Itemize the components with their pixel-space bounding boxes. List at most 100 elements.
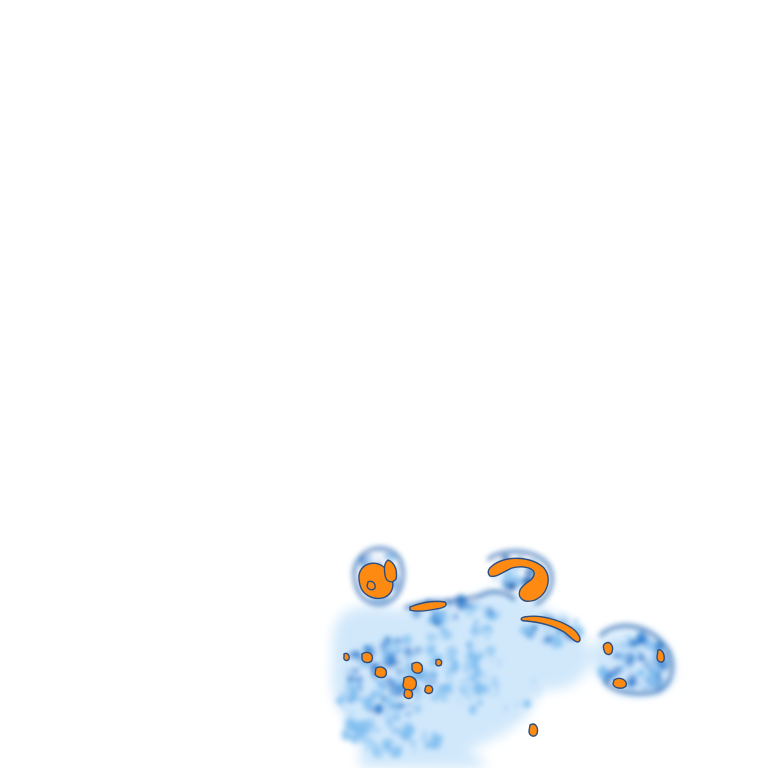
speckle-1-132 (374, 703, 384, 715)
speckle-2-23 (463, 666, 471, 674)
speckle-2-83 (485, 645, 497, 655)
speckle-6-31 (627, 648, 632, 651)
speckle-9-47 (484, 706, 494, 717)
speckle-2-114 (478, 623, 483, 629)
blue-rim-1 (486, 549, 554, 606)
speckle-7-22 (362, 689, 366, 693)
speckle-9-26 (531, 679, 536, 684)
speckle-8-37 (390, 739, 395, 743)
speckle-9-58 (464, 697, 472, 708)
speckle-4-48 (444, 611, 455, 624)
speckle-7-29 (362, 699, 372, 711)
speckle-4-6 (483, 605, 488, 612)
speckle-9-12 (500, 660, 511, 669)
speckle-9-50 (535, 691, 541, 699)
speckle-4-22 (431, 610, 437, 616)
speckle-2-58 (446, 645, 458, 659)
orange-strip-bridge (409, 600, 447, 612)
speckle-9-56 (503, 706, 509, 711)
speckle-1-127 (353, 650, 361, 658)
speckle-8-19 (381, 738, 393, 752)
speckle-9-19 (521, 711, 527, 715)
blue-rim-2 (598, 623, 674, 696)
speckle-2-84 (464, 660, 469, 667)
speckle-9-6 (503, 673, 510, 682)
speckle-7-19 (342, 706, 347, 711)
speckle-6-60 (614, 657, 620, 661)
speckle-8-14 (392, 719, 398, 727)
speckle-1-99 (347, 679, 353, 687)
speckle-8-25 (410, 740, 416, 746)
speckle-7-27 (352, 693, 360, 699)
speckle-1-107 (414, 696, 419, 701)
speckle-1-120 (387, 682, 392, 687)
orange-highlights (343, 557, 665, 737)
speckle-6-53 (655, 671, 662, 678)
orange-blob-right-1 (602, 641, 614, 656)
speckle-0-33 (384, 556, 388, 560)
speckle-2-6 (404, 657, 409, 660)
orange-arc-top-right (487, 557, 549, 602)
speckle-2-102 (487, 641, 494, 645)
speckle-6-77 (648, 680, 656, 689)
speckle-1-101 (400, 710, 405, 713)
orange-blob-right-2 (656, 649, 665, 663)
orange-spot-9 (528, 723, 539, 737)
speckle-8-33 (384, 722, 389, 726)
speckle-2-109 (429, 639, 433, 643)
speckle-5-28 (556, 637, 564, 648)
speckle-9-8 (477, 699, 483, 706)
speckle-9-48 (483, 683, 487, 688)
orange-spot-3 (402, 675, 418, 692)
speckle-1-58 (407, 703, 412, 707)
speckle-9-54 (507, 705, 512, 710)
speckle-5-33 (528, 631, 533, 637)
speckle-1-32 (390, 669, 395, 675)
speckle-2-71 (445, 686, 455, 695)
orange-spot-10 (366, 580, 376, 591)
speckle-2-100 (426, 632, 434, 641)
speckle-9-11 (507, 712, 520, 720)
orange-strip-right-arc (520, 615, 581, 643)
orange-spot-1 (361, 651, 374, 664)
speckle-1-61 (405, 710, 412, 718)
speckle-1-159 (391, 678, 398, 683)
speckle-8-39 (392, 745, 403, 758)
speckle-7-17 (351, 719, 359, 725)
speckle-7-21 (340, 688, 351, 701)
speckle-2-91 (485, 636, 490, 640)
speckle-8-49 (363, 737, 374, 746)
speckle-1-86 (369, 680, 378, 686)
speckle-5-29 (543, 628, 549, 635)
speckle-2-116 (451, 624, 459, 633)
speckle-4-47 (488, 606, 493, 613)
speckle-9-37 (516, 673, 522, 677)
speckle-9-51 (526, 673, 536, 680)
speckle-9-42 (469, 673, 479, 681)
speckle-4-18 (499, 607, 509, 614)
speckle-1-46 (391, 703, 398, 710)
speckle-8-9 (424, 742, 429, 748)
speckle-9-59 (484, 667, 493, 674)
orange-blob-right-3 (612, 677, 627, 689)
speckle-1-142 (380, 692, 386, 697)
speckle-2-57 (401, 634, 412, 646)
speckle-5-43 (532, 624, 538, 632)
speckle-5-30 (522, 625, 532, 632)
speckle-2-107 (432, 670, 438, 679)
speckle-1-59 (354, 675, 364, 683)
speckle-6-80 (648, 666, 655, 670)
speckle-7-32 (344, 684, 350, 689)
speckle-8-47 (394, 728, 403, 735)
speckle-8-46 (373, 748, 383, 759)
speckle-7-33 (336, 697, 345, 705)
speckle-1-125 (394, 668, 399, 673)
speckle-9-53 (485, 675, 496, 682)
blue-rim-0 (352, 546, 405, 606)
orange-spot-8 (435, 658, 443, 667)
speckle-1-96 (404, 712, 409, 716)
speckle-1-133 (383, 643, 395, 651)
speckle-9-35 (477, 675, 485, 684)
speckle-2-61 (469, 658, 480, 671)
